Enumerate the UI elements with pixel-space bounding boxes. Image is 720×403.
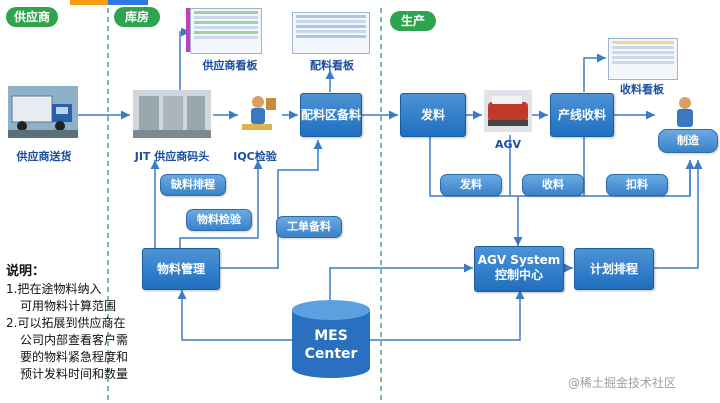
note-line-6: 预计发料时间和数量 — [20, 367, 129, 381]
mes-center-database: MES Center — [292, 300, 370, 380]
material-inspect-tag: 物料检验 — [186, 209, 252, 231]
agv-system-label-2: 控制中心 — [494, 268, 543, 282]
zone-production-pill: 生产 — [390, 11, 436, 31]
manufacture-node: 制造 — [658, 129, 718, 153]
agv-system-node: AGV System 控制中心 — [474, 246, 564, 292]
kitting-board-sheet — [292, 12, 370, 54]
supplier-board-sheet — [190, 8, 262, 54]
note-line-3: 2.可以拓展到供应商在 — [6, 316, 126, 330]
line-receive-node: 产线收料 — [550, 93, 614, 137]
jit-dock-caption: JIT 供应商码头 — [134, 150, 210, 163]
supplier-delivery-caption: 供应商送货 — [16, 150, 72, 163]
note-line-1: 1.把在途物料纳入 — [6, 282, 102, 296]
manufacture-worker-icon — [670, 96, 700, 130]
kitting-board-caption: 配料看板 — [310, 59, 354, 72]
supplier-board-color-bar — [186, 8, 190, 52]
agv-robot-image — [484, 90, 532, 132]
issue-node: 发料 — [400, 93, 466, 137]
delivery-truck-image — [8, 86, 78, 138]
material-mgmt-node: 物料管理 — [142, 248, 220, 290]
top-strip-orange — [70, 0, 108, 5]
note-line-2: 可用物料计算范围 — [20, 299, 117, 313]
shortage-schedule-tag: 缺料排程 — [160, 174, 226, 196]
issue-feedback-tag: 发料 — [440, 174, 502, 196]
receiving-board-caption: 收料看板 — [620, 83, 664, 96]
receiving-board-sheet — [608, 38, 678, 80]
note-line-4: 公司内部查看客户需 — [20, 333, 129, 347]
note-title: 说明： — [6, 264, 46, 279]
receive-feedback-tag: 收料 — [522, 174, 584, 196]
iqc-caption: IQC检验 — [233, 150, 277, 163]
note-line-5: 要的物料紧急程度和 — [20, 350, 129, 364]
agv-caption: AGV — [494, 138, 522, 151]
mes-label-2: Center — [304, 346, 358, 362]
agv-system-label-1: AGV System — [477, 253, 561, 267]
mes-label-1: MES — [314, 328, 348, 344]
work-order-kitting-tag: 工单备料 — [276, 216, 342, 238]
jit-dock-image — [133, 90, 211, 138]
supplier-board-caption: 供应商看板 — [202, 59, 258, 72]
zone-supplier-pill: 供应商 — [6, 7, 58, 27]
watermark-text: @稀土掘金技术社区 — [568, 376, 677, 390]
zone-warehouse-pill: 库房 — [114, 7, 160, 27]
top-strip-blue — [108, 0, 148, 5]
iqc-inspector-icon — [240, 94, 280, 138]
deduct-feedback-tag: 扣料 — [606, 174, 668, 196]
plan-schedule-node: 计划排程 — [574, 248, 654, 290]
kitting-area-node: 配料区备料 — [300, 93, 362, 137]
